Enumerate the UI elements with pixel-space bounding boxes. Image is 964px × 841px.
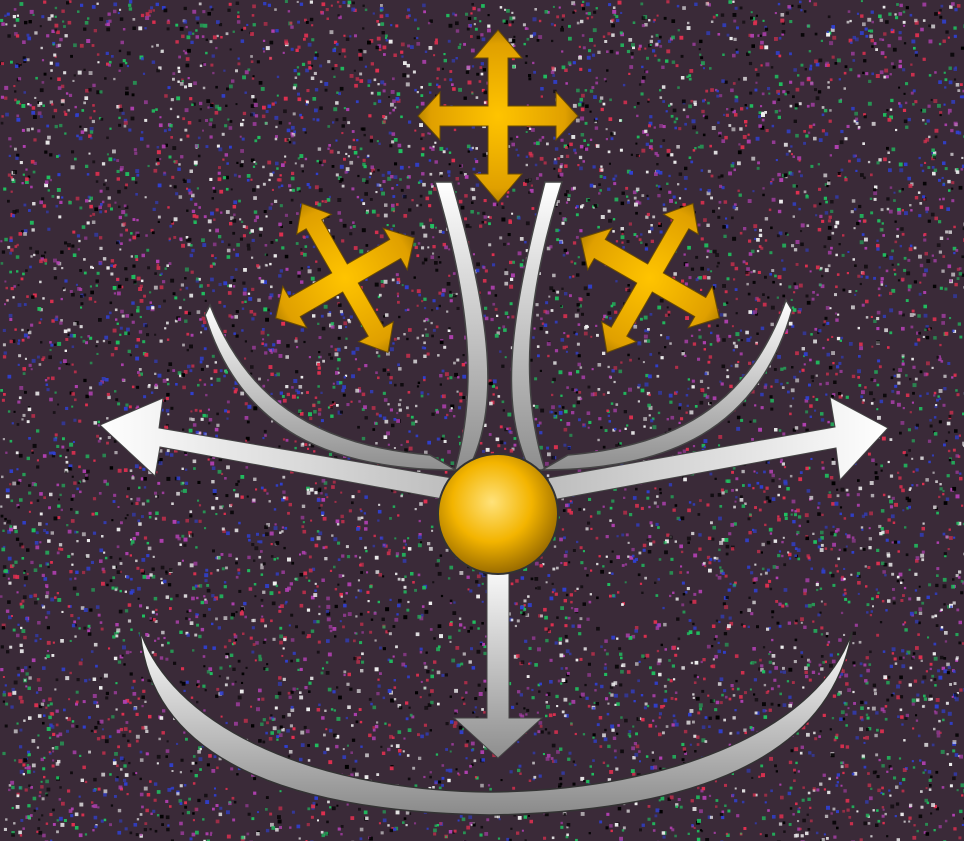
center-orb-icon: [438, 454, 558, 574]
